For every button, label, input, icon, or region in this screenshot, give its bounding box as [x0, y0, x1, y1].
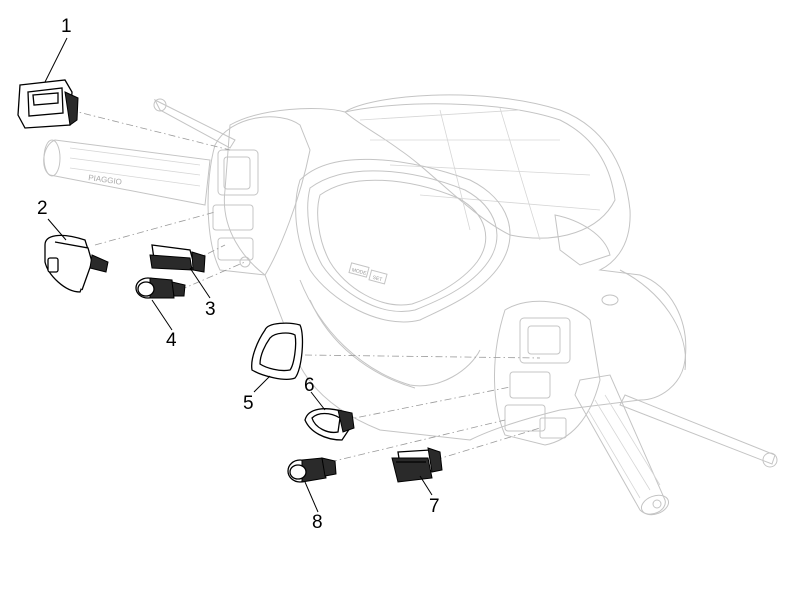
- part-6-button: [304, 408, 355, 441]
- part-5-bezel: [251, 322, 304, 380]
- alignment-lines: [69, 109, 541, 463]
- mode-button-label: MODE: [351, 267, 368, 277]
- leader-lines: [44, 37, 433, 513]
- part-3-rocker: [149, 244, 206, 273]
- grip-brand-label: PIAGGIO: [88, 173, 123, 187]
- callout-5: 5: [243, 393, 254, 414]
- dashboard-buttons: MODE SET: [348, 262, 388, 285]
- callout-8: 8: [312, 512, 323, 533]
- right-grip: [574, 374, 670, 516]
- part-8-push-button: [287, 457, 337, 483]
- callout-6: 6: [304, 375, 315, 396]
- part-1-switch: [17, 79, 79, 129]
- part-2-button: [44, 234, 109, 293]
- callout-1: 1: [61, 16, 72, 37]
- left-grip: PIAGGIO: [43, 139, 211, 206]
- callout-7: 7: [429, 496, 440, 517]
- callout-3: 3: [205, 299, 216, 320]
- set-button-label: SET: [372, 275, 383, 283]
- callout-4: 4: [166, 330, 177, 351]
- part-4-push-button: [135, 277, 186, 299]
- callout-2: 2: [37, 198, 48, 219]
- handlebar-assembly: MODE SET PIAGGIO: [43, 94, 778, 516]
- part-7-rocker: [391, 447, 443, 483]
